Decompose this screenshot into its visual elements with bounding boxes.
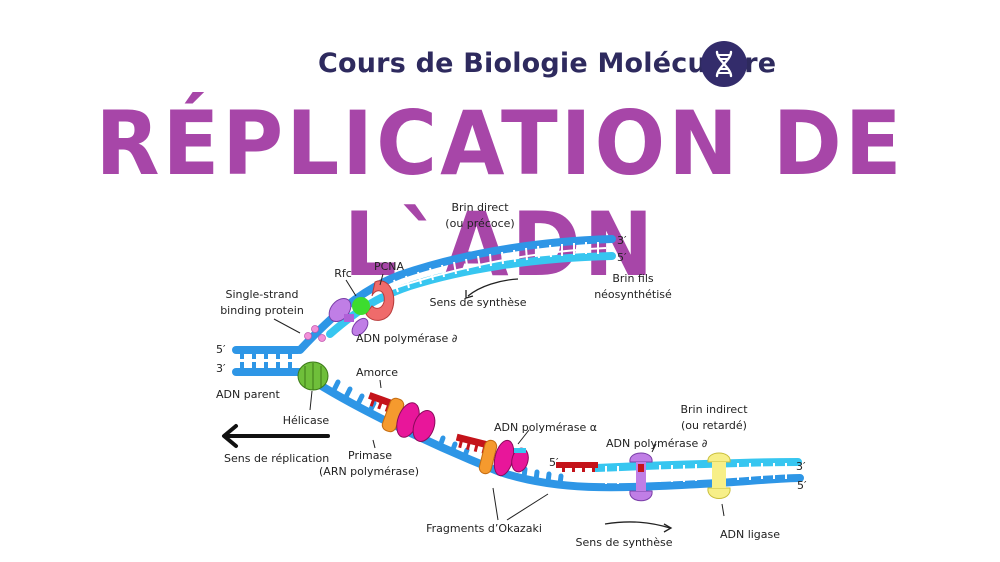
label-brin-direct: Brin direct (451, 201, 509, 214)
dna-badge (701, 41, 747, 87)
label-adn-parent: ADN parent (216, 388, 280, 401)
label-primase: Primase (348, 449, 392, 462)
label-bottom-5prime: 5′ (797, 479, 807, 492)
replication-direction-arrow (222, 424, 330, 448)
label-top-3prime: 3′ (617, 234, 627, 247)
label-pol-alpha: ADN polymérase α (494, 421, 597, 434)
label-parent-5prime: 5′ (216, 343, 226, 356)
label-rfc: Rfc (334, 267, 352, 280)
label-ligase: ADN ligase (720, 528, 780, 541)
okazaki-primer (556, 462, 598, 472)
ssb-proteins (304, 325, 326, 342)
label-sens-synthese-bottom: Sens de synthèse (576, 536, 673, 549)
label-okazaki-5prime: 5′ (549, 456, 559, 469)
helicase (297, 361, 329, 391)
label-okazaki: Fragments d’Okazaki (426, 522, 542, 535)
label-ssb: Single-strand (225, 288, 298, 301)
dna-icon (715, 50, 733, 78)
course-subtitle: Cours de Biologie Moléculaire (318, 48, 777, 79)
label-top-5prime: 5′ (617, 251, 627, 264)
polymerase-delta-top (328, 297, 369, 337)
label-ssb-sub: binding protein (220, 304, 304, 317)
label-brin-indirect-sub: (ou retardé) (681, 419, 747, 432)
synthesis-arrow-bottom (604, 521, 673, 533)
label-parent-3prime: 3′ (216, 362, 226, 375)
label-sens-replication: Sens de réplication (224, 452, 329, 465)
label-bottom-3prime: 3′ (796, 460, 806, 473)
label-sens-synthese-top: Sens de synthèse (430, 296, 527, 309)
primase-complex-2 (455, 433, 529, 477)
label-brin-fils: Brin fils (612, 272, 654, 285)
primase-complex-1 (368, 392, 436, 442)
synthesis-arrow-top (465, 278, 519, 299)
leading-rungs (381, 242, 599, 298)
label-brin-direct-sub: (ou précoce) (445, 217, 514, 230)
leader-lines (273, 273, 725, 521)
dna-ligase (707, 452, 731, 499)
label-pol-delta-bottom: ADN polymérase ∂ (606, 437, 707, 450)
parent-strand-bottom (232, 368, 302, 376)
main-title: RÉPLICATION DE L`ADN (95, 92, 905, 296)
pcna-clamp (365, 280, 395, 321)
label-brin-indirect: Brin indirect (680, 403, 748, 416)
lagging-teeth (331, 379, 564, 487)
polymerase-delta-bottom (629, 452, 653, 502)
label-primase-sub: (ARN polymérase) (319, 465, 419, 478)
parent-dna (232, 346, 302, 376)
label-pol-delta-top: ADN polymérase ∂ (356, 332, 457, 345)
rfc-protein (352, 297, 370, 315)
label-amorce: Amorce (356, 366, 398, 379)
label-pcna: PCNA (374, 260, 405, 273)
label-brin-fils-sub: néosynthétisé (594, 288, 672, 301)
parent-strand-top (232, 346, 302, 354)
template-strand-bottom (296, 368, 804, 492)
label-helicase: Hélicase (283, 414, 330, 427)
